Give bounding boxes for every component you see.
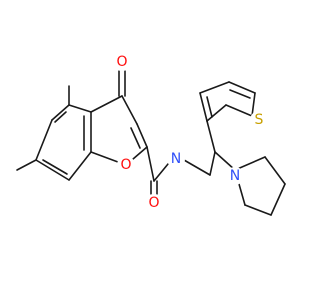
ring-oxygen-label: O (120, 157, 131, 173)
bond-benz-1 (51, 104, 70, 121)
bond-thio-5 (199, 81, 230, 94)
bond-benz-3 (35, 159, 70, 181)
bond-pyrrolidine-1 (234, 156, 266, 171)
bond-benz-4 (68, 151, 92, 181)
bond-benz-3-inner (42, 159, 68, 175)
bond-methyl-7 (16, 159, 37, 171)
bond-ch-thiophene (206, 120, 216, 153)
bond-benz-2 (35, 119, 53, 161)
atom-labels: O O O N S N (113, 53, 268, 212)
bond-ch-n-pyrrolidine (214, 151, 236, 171)
bond-pyr-1 (90, 95, 123, 113)
bonds (16, 70, 286, 216)
bond-ch2-ch (209, 151, 216, 176)
keto-oxygen-label: O (116, 54, 127, 70)
bond-n-ch2 (183, 159, 211, 176)
bond-benz-1-inner (54, 111, 67, 123)
atom-keto-oxygen: O (113, 53, 131, 71)
bond-benz-6 (68, 104, 92, 113)
bond-thio-6 (199, 92, 208, 122)
bond-thio-4 (228, 81, 256, 94)
bond-c-n (153, 163, 169, 182)
molecule-structure: O O O N S N (16, 53, 286, 216)
amide-oxygen-label: O (148, 195, 159, 211)
bond-thio-6-inner (206, 96, 213, 118)
amide-nitrogen-label: N (171, 151, 181, 167)
atom-amide-oxygen: O (145, 194, 163, 212)
bond-pyrrolidine-4 (244, 204, 272, 216)
atom-pyrrolidine-nitrogen: N (226, 167, 244, 185)
bond-thio-2 (225, 104, 253, 117)
atom-amide-nitrogen: N (167, 150, 185, 168)
bond-thio-4-inner (229, 89, 251, 99)
atom-ring-oxygen: O (117, 156, 135, 174)
bond-carbonyl (146, 146, 155, 182)
thiophene-sulfur-label: S (255, 112, 264, 128)
bond-thio-1 (206, 104, 227, 122)
bond-pyrrolidine-2 (264, 156, 286, 185)
pyrrolidine-nitrogen-label: N (230, 168, 240, 184)
bond-pyrrolidine-3 (270, 183, 286, 216)
bond-pyr-3 (136, 123, 148, 148)
bond-pyr-2 (121, 95, 138, 125)
atom-thiophene-sulfur: S (250, 111, 268, 129)
bond-thio-3 (251, 92, 256, 117)
bond-pyr-3-inner (130, 127, 141, 149)
